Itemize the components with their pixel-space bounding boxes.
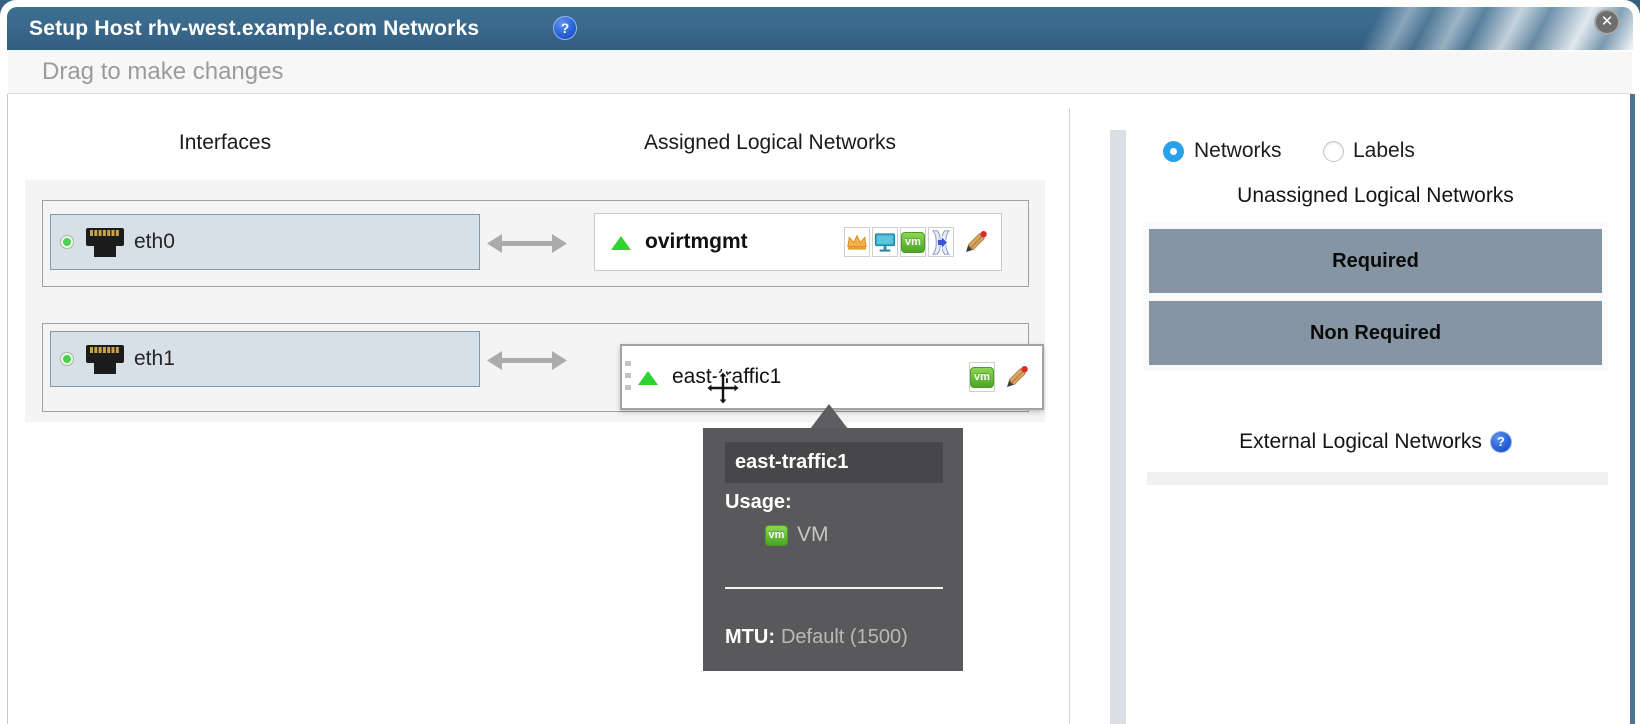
interfaces-column-header: Interfaces <box>178 131 272 154</box>
dialog-title: Setup Host rhv-west.example.com Networks <box>29 17 480 40</box>
labels-radio-label[interactable]: Labels <box>1353 139 1415 162</box>
interface-name: eth0 <box>134 230 175 253</box>
non-required-group-bar[interactable]: Non Required <box>1149 301 1602 365</box>
network-role-icons: vm <box>969 362 995 392</box>
external-networks-list-strip <box>1147 472 1608 485</box>
assigned-network-east-traffic1[interactable]: east-traffic1 vm <box>620 344 1044 410</box>
status-up-icon <box>61 236 73 248</box>
display-network-icon <box>872 227 898 257</box>
drag-hint-bar: Drag to make changes <box>8 50 1632 94</box>
migration-network-icon <box>928 227 954 257</box>
drag-hint-text: Drag to make changes <box>42 58 284 85</box>
panel-divider-strip <box>1110 130 1126 724</box>
tooltip-arrow <box>810 404 848 429</box>
tooltip-separator <box>725 587 943 589</box>
assigned-networks-column-header: Assigned Logical Networks <box>643 131 897 154</box>
management-network-icon <box>844 227 870 257</box>
panel-divider-line <box>1069 108 1070 724</box>
dialog-left-edge <box>7 94 8 724</box>
labels-radio[interactable] <box>1323 141 1344 162</box>
interface-eth0[interactable]: eth0 <box>50 214 480 270</box>
tooltip-usage-label: Usage: <box>725 491 792 513</box>
nic-icon <box>86 227 124 257</box>
unassigned-networks-header: Unassigned Logical Networks <box>1237 184 1514 207</box>
network-tooltip: east-traffic1 Usage: vm VM MTU:Default (… <box>703 428 963 671</box>
network-up-triangle-icon <box>611 235 631 250</box>
interface-row-eth0 <box>42 200 1029 287</box>
close-icon[interactable]: ✕ <box>1594 9 1620 35</box>
drag-handle[interactable] <box>625 361 631 393</box>
vm-network-icon: vm <box>969 362 995 392</box>
network-name: ovirtmgmt <box>645 230 748 253</box>
required-group-bar[interactable]: Required <box>1149 229 1602 293</box>
networks-radio-label[interactable]: Networks <box>1194 139 1282 162</box>
interface-eth1[interactable]: eth1 <box>50 331 480 387</box>
nic-icon <box>86 344 124 374</box>
network-up-triangle-icon <box>638 370 658 385</box>
edit-network-icon[interactable] <box>1003 364 1030 391</box>
status-up-icon <box>61 353 73 365</box>
interface-name: eth1 <box>134 347 175 370</box>
tooltip-network-name: east-traffic1 <box>725 442 943 483</box>
external-networks-header-text: External Logical Networks <box>1239 430 1482 453</box>
dialog-right-edge <box>1630 94 1635 724</box>
tooltip-mtu-value: Default (1500) <box>780 626 908 648</box>
edit-network-icon[interactable] <box>962 229 989 256</box>
tooltip-usage-item: vm VM <box>765 523 829 547</box>
link-arrow-icon <box>487 351 567 370</box>
external-networks-header: External Logical Networks ? <box>1143 430 1608 454</box>
vm-network-icon: vm <box>765 524 788 546</box>
tooltip-mtu-row: MTU:Default (1500) <box>725 626 908 649</box>
vm-network-icon: vm <box>900 227 926 257</box>
assigned-network-ovirtmgmt[interactable]: ovirtmgmt vm <box>594 213 1002 271</box>
network-role-icons: vm <box>844 227 954 257</box>
networks-radio[interactable] <box>1163 141 1184 162</box>
tooltip-mtu-label: MTU: <box>725 626 775 648</box>
title-help-icon[interactable]: ? <box>553 16 577 40</box>
external-help-icon[interactable]: ? <box>1489 431 1512 453</box>
tooltip-usage-value: VM <box>797 523 829 546</box>
move-cursor-icon <box>705 370 741 406</box>
link-arrow-icon <box>487 234 567 253</box>
dialog-titlebar: Setup Host rhv-west.example.com Networks… <box>7 7 1633 50</box>
